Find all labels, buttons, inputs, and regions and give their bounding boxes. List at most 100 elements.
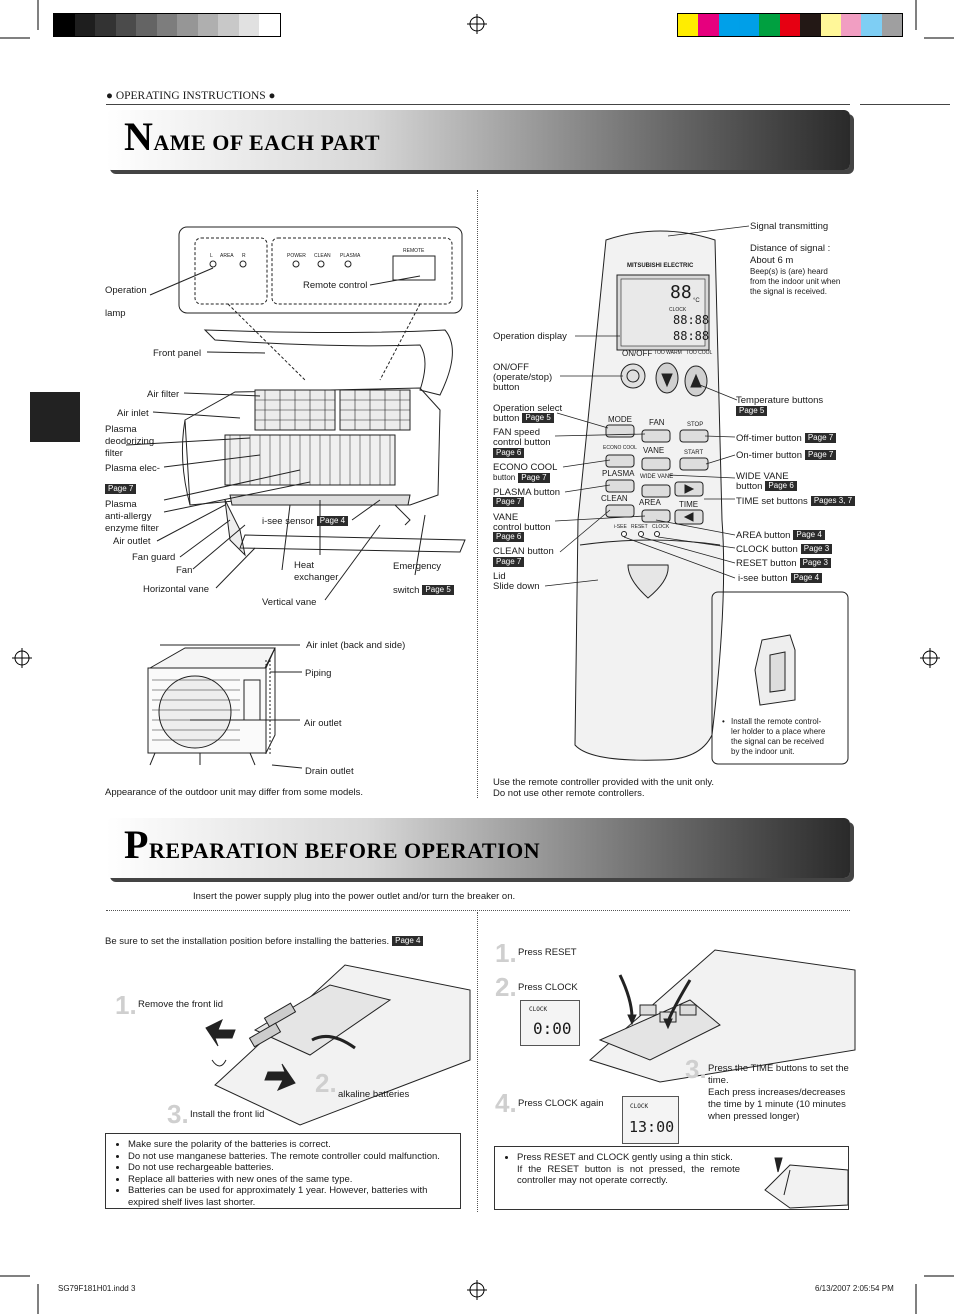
remote-brand: MITSUBISHI ELECTRIC (627, 263, 694, 269)
color-swatch (861, 14, 882, 36)
clock-lcd-time: 13:00 (629, 1118, 675, 1136)
page-ref-badge: Page 4 (793, 530, 825, 541)
label-fan-guard: Fan guard (132, 552, 176, 563)
gray-swatch (218, 14, 239, 36)
panel-power-label: POWER (287, 253, 306, 259)
label-vane-page: Page 6 (490, 532, 525, 543)
gray-swatch (54, 14, 75, 36)
column-divider (477, 912, 478, 1212)
holder-note-3: the signal can be received (731, 737, 824, 746)
battery-note: Do not use rechargeable batteries. (128, 1162, 452, 1174)
remote-btn-isee: i-SEE (614, 524, 627, 530)
label-heat-exchanger-2: exchanger (294, 572, 339, 583)
label-lid: Lid (493, 571, 506, 582)
label-plasma-deodorizing-1: Plasma (105, 424, 137, 435)
remote-lcd-time2: 88:88 (673, 329, 710, 343)
color-swatch (820, 14, 841, 36)
holder-note-2: ler holder to a place where (731, 727, 826, 736)
color-swatch (881, 14, 902, 36)
remote-btn-fan: FAN (649, 418, 665, 427)
header-rule (106, 104, 850, 105)
battery-note: Do not use manganese batteries. The remo… (128, 1151, 452, 1163)
battery-step-2-number: 2. (315, 1068, 337, 1098)
clock-step-3-line-3: Each press increases/decreases (708, 1087, 846, 1098)
remote-btn-plasma: PLASMA (602, 469, 635, 478)
battery-notes-box: Make sure the polarity of the batteries … (105, 1133, 461, 1209)
label-plasma-elec-page: Page 7 (102, 484, 137, 495)
clock-lcd-display: CLOCK 0:00 (520, 1000, 580, 1046)
page-side-tab (30, 392, 80, 442)
page-ref-badge: Page 5 (736, 406, 768, 417)
gray-swatch (136, 14, 157, 36)
remote-btn-econo: ECONO COOL (603, 445, 637, 451)
label-beep-2: from the indoor unit when (750, 277, 841, 286)
label-emergency: Emergency (393, 561, 442, 572)
gray-swatch (197, 14, 219, 36)
label-plasma-page: Page 7 (490, 497, 525, 508)
label-plasma-deodorizing-2: deodorizing (105, 436, 155, 447)
label-drain-outlet: Drain outlet (305, 766, 354, 777)
color-swatch (698, 14, 719, 36)
panel-l-label: L (210, 253, 213, 259)
remote-btn-reset: RESET (631, 524, 648, 530)
header-rule-extend (860, 104, 950, 105)
label-plasma-button: PLASMA button (493, 487, 561, 498)
label-wide-vane: WIDE VANE (736, 471, 789, 482)
page-ref-badge: Pages 3, 7 (810, 496, 856, 507)
label-horizontal-vane: Horizontal vane (143, 584, 210, 595)
battery-step-1-text: Remove the front lid (138, 999, 224, 1010)
page-ref-badge: Page 6 (493, 532, 525, 543)
gray-swatch (259, 14, 281, 36)
remote-btn-wide-vane: WIDE VANE (640, 474, 674, 480)
label-temperature-buttons: Temperature buttons (736, 395, 824, 406)
section-title: PREPARATION BEFORE OPERATION (124, 822, 541, 867)
label-clean-button: CLEAN button (493, 546, 554, 557)
remote-lcd-temp: 88 (670, 282, 692, 303)
color-swatch (800, 14, 821, 36)
section-title-banner: NAME OF EACH PART (106, 110, 850, 170)
preparation-intro: Insert the power supply plug into the po… (193, 891, 516, 902)
holder-note-4: by the indoor unit. (731, 747, 795, 756)
clock-lcd-display-final: CLOCK 13:00 (622, 1096, 679, 1144)
remote-btn-onoff: ON/OFF (622, 349, 653, 358)
color-bar (677, 13, 903, 37)
gray-swatch (95, 14, 116, 36)
panel-r-label: R (242, 253, 246, 259)
clock-step-3-number: 3. (685, 1054, 707, 1084)
gray-swatch (156, 14, 178, 36)
label-plasma-anti-1: Plasma (105, 499, 137, 510)
remote-btn-too-cool: TOO COOL (686, 350, 713, 356)
label-plasma-elec: Plasma elec- (105, 463, 160, 474)
label-vertical-vane: Vertical vane (262, 597, 317, 608)
clock-lcd-label: CLOCK (529, 1006, 548, 1013)
label-vane-1: VANE (493, 512, 519, 523)
remote-btn-mode: MODE (608, 415, 632, 424)
label-onoff-1: ON/OFF (493, 362, 529, 373)
page-ref-badge: Page 3 (799, 558, 831, 569)
remote-btn-vane: VANE (643, 446, 665, 455)
page-ref-badge: Page 7 (804, 433, 837, 444)
battery-step-2-text: alkaline batteries (338, 1089, 410, 1100)
label-distance: Distance of signal : (750, 243, 831, 254)
remote-btn-too-warm: TOO WARM (654, 350, 682, 356)
label-fan-speed-1: FAN speed (493, 427, 540, 438)
color-swatch (739, 14, 760, 36)
section-title: NAME OF EACH PART (124, 114, 380, 159)
clock-lcd-time: 0:00 (533, 1019, 572, 1038)
page-ref-badge: Page 4 (316, 516, 349, 527)
battery-step-3-text: Install the front lid (190, 1109, 265, 1120)
gray-swatch (74, 14, 96, 36)
remote-lcd-time1: 88:88 (673, 313, 710, 327)
label-clean-page: Page 7 (490, 557, 525, 568)
battery-note: Batteries can be used for approximately … (128, 1185, 452, 1208)
label-remote-control: Remote control (303, 280, 368, 291)
page-ref-badge: Page 6 (765, 481, 797, 492)
